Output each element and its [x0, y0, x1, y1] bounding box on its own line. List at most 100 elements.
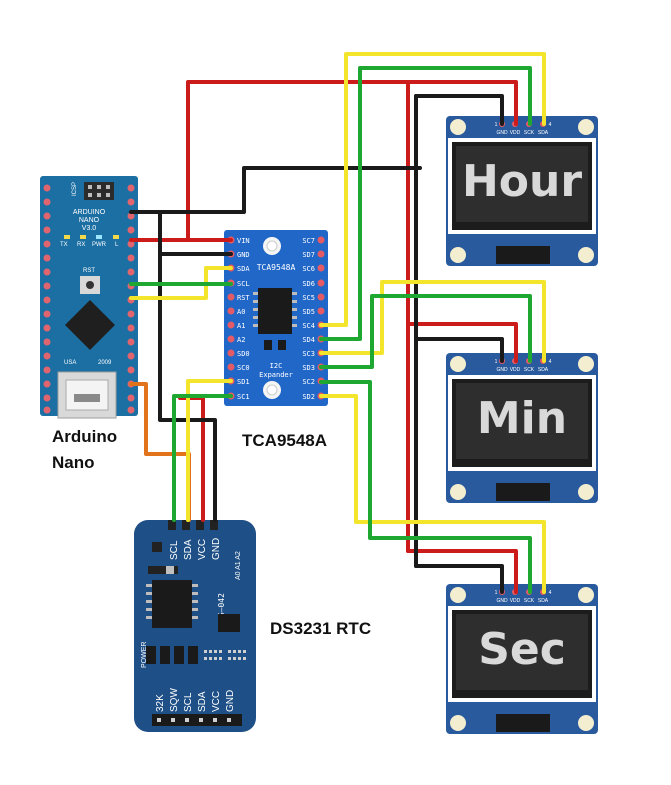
oled-min-n4: 4: [549, 359, 552, 365]
tca-pin-vin: VIN: [237, 237, 250, 245]
wire-vcc-min: [406, 322, 518, 363]
wire-vcc-sec: [406, 549, 518, 594]
rtc-top-pin-sda: SDA: [183, 539, 194, 560]
rtc-top-pin-vcc: VCC: [197, 539, 208, 560]
tca-pin-a2: A2: [237, 336, 245, 344]
tca-pin-sd6: SD6: [302, 280, 315, 288]
rtc-bottom-pin-32k: 32K: [155, 694, 166, 712]
wire-sda-min: [319, 280, 546, 363]
oled-sec-pin-gnd: GND: [496, 598, 508, 604]
wire-scl-sec: [319, 380, 532, 594]
oled-sec-text: Sec: [478, 624, 566, 675]
tca-i2c-label: I2C: [270, 362, 283, 370]
oled-display-sec: 1 4 GND VDD SCK SDA Sec: [446, 584, 598, 734]
wire-sda-rtc: [186, 379, 233, 522]
tca-pin-a0: A0: [237, 308, 245, 316]
rtc-bottom-pin-sda: SDA: [197, 691, 208, 712]
tca-pin-sc7: SC7: [302, 237, 315, 245]
arduino-board-title: ARDUINO: [73, 209, 106, 216]
led-rx-label: RX: [77, 242, 85, 248]
tca-pin-sd3: SD3: [302, 364, 315, 372]
rtc-component: [152, 542, 162, 552]
oled-sec-pin-sck: SCK: [524, 598, 535, 604]
usb-port: [57, 371, 117, 419]
rtc-bottom-pin-sqw: SQW: [169, 688, 180, 712]
oled-sec-pin-vdd: VDD: [510, 598, 521, 604]
oled-sec-n1: 1: [495, 590, 498, 596]
atmega-chip: [65, 300, 115, 350]
tca-pin-sd4: SD4: [302, 336, 315, 344]
icsp-label: ICSP: [72, 182, 78, 196]
usa-label: USA: [64, 360, 76, 366]
oled-hour-text: Hour: [462, 156, 582, 207]
oled-sec-pin-sda: SDA: [538, 598, 549, 604]
tca-pin-sd7: SD7: [302, 251, 315, 259]
arduino-caption-line1: Arduino: [52, 427, 117, 446]
oled-hour-pin-sck: SCK: [524, 130, 535, 136]
arduino-right-pins: [127, 184, 135, 414]
tca-chip: [258, 288, 292, 334]
rtc-top-header: [168, 520, 218, 530]
wire-scl-min: [319, 294, 532, 369]
rtc-bottom-header: [152, 714, 242, 726]
tca-pin-rst: RST: [237, 294, 250, 302]
led-tx-label: TX: [60, 242, 68, 248]
rtc-caption: DS3231 RTC: [270, 619, 371, 638]
rtc-bottom-pin-scl: SCL: [183, 692, 194, 712]
oled-min-pin-gnd: GND: [496, 367, 508, 373]
oled-display-min: 1 4 GND VDD SCK SDA Min: [446, 353, 598, 503]
oled-hour-pin-vdd: VDD: [510, 130, 521, 136]
icsp-header: ICSP: [72, 182, 114, 200]
tca-pin-sc4: SC4: [302, 322, 315, 330]
wire-vcc-rtc: [178, 396, 205, 522]
rtc-bottom-pin-vcc: VCC: [211, 691, 222, 712]
reset-button-cap: [86, 281, 94, 289]
tca-pin-sda: SDA: [237, 265, 250, 273]
oled-hour-n4: 4: [549, 122, 552, 128]
year-label: 2009: [98, 360, 112, 366]
pwr-led: [96, 235, 102, 239]
wire-gnd-tca: [158, 210, 233, 256]
oled-hour-n1: 1: [495, 122, 498, 128]
wire-scl-hour: [319, 66, 532, 341]
rtc-model-label: ZS—042: [217, 593, 226, 622]
wire-gnd-min: [414, 337, 504, 363]
tca-pin-sd1: SD1: [237, 378, 250, 386]
tca-pin-a1: A1: [237, 322, 245, 330]
led-l-label: L: [115, 242, 119, 248]
wires: [129, 52, 546, 594]
tca-pin-sd2: SD2: [302, 393, 315, 401]
wire-gnd-hour: [414, 94, 504, 126]
wire-gnd-sec: [414, 564, 504, 594]
rtc-top-pin-gnd: GND: [211, 538, 222, 560]
wire-sda-hour: [319, 52, 546, 327]
tca-caption: TCA9548A: [242, 431, 327, 450]
oled-min-text: Min: [477, 393, 567, 444]
tca-pin-gnd: GND: [237, 251, 250, 259]
rtc-bottom-pin-gnd: GND: [225, 690, 236, 712]
oled-min-pin-sda: SDA: [538, 367, 549, 373]
wire-vcc-main: [129, 80, 518, 242]
tca-pin-scl: SCL: [237, 280, 250, 288]
oled-min-pin-sck: SCK: [524, 367, 535, 373]
oled-display-hour: 1 4 GND VDD SCK SDA Hour: [446, 116, 598, 266]
arduino-board-sub1: NANO: [79, 217, 100, 224]
arduino-board-sub2: V3.0: [82, 225, 97, 232]
tca-pin-sc0: SC0: [237, 364, 250, 372]
tca-chip-label: TCA9548A: [257, 263, 296, 272]
oled-hour-pin-gnd: GND: [496, 130, 508, 136]
oled-hour-pin-sda: SDA: [538, 130, 549, 136]
rtc-power-label: POWER: [141, 642, 148, 668]
l-led: [113, 235, 119, 239]
tca-pin-sc2: SC2: [302, 378, 315, 386]
rtc-top-pin-scl: SCL: [169, 540, 180, 560]
ds3231-chip: [152, 580, 192, 628]
arduino-caption-line2: Nano: [52, 453, 95, 472]
tca-pin-sc6: SC6: [302, 265, 315, 273]
rst-label: RST: [83, 268, 95, 274]
tca-pin-sd0: SD0: [237, 350, 250, 358]
rx-led: [80, 235, 86, 239]
tca-pin-sc1: SC1: [237, 393, 250, 401]
